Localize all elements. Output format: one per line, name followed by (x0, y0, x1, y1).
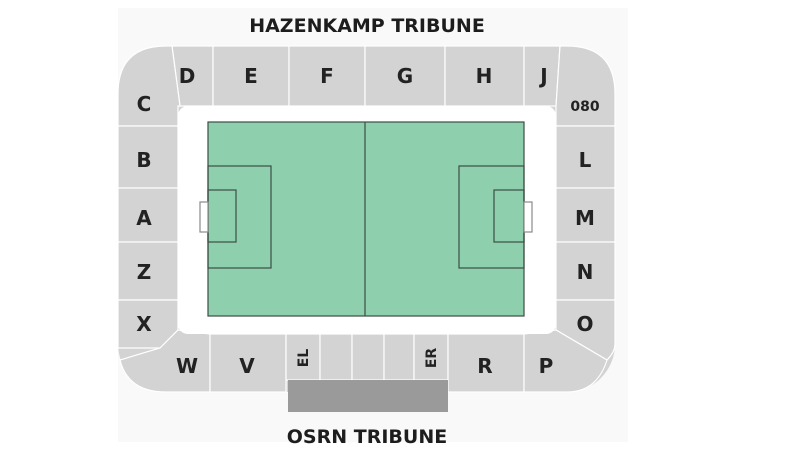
section-e[interactable] (212, 45, 290, 107)
label-a: A (136, 206, 152, 230)
section-middle-2[interactable] (351, 333, 385, 381)
label-p: P (539, 354, 554, 378)
label-g: G (397, 64, 413, 88)
section-f[interactable] (288, 45, 366, 107)
label-h: H (476, 64, 493, 88)
section-middle-1[interactable] (319, 333, 353, 381)
section-b[interactable] (117, 125, 179, 189)
section-m[interactable] (555, 187, 616, 243)
top-stand (171, 45, 561, 107)
bottom-stand-title: OSRN TRIBUNE (287, 426, 447, 448)
left-stand (117, 125, 179, 349)
section-a[interactable] (117, 187, 179, 243)
section-l[interactable] (555, 125, 616, 189)
label-l: L (579, 148, 592, 172)
label-b: B (136, 148, 151, 172)
label-w: W (176, 354, 198, 378)
left-goal (199, 201, 209, 233)
pitch-field (207, 121, 525, 317)
lower-stand-block (288, 380, 448, 412)
label-j: J (538, 64, 547, 88)
label-o: O (576, 312, 593, 336)
section-c[interactable] (117, 45, 181, 127)
section-labels: D E F G H J 080 L M N O C B A Z X W V R … (136, 64, 600, 378)
section-v[interactable] (209, 333, 287, 393)
label-m: M (575, 206, 595, 230)
label-080: 080 (570, 99, 599, 115)
section-p[interactable] (523, 329, 608, 393)
top-stand-title: HAZENKAMP TRIBUNE (249, 15, 485, 37)
label-z: Z (137, 260, 152, 284)
label-x: X (136, 312, 152, 336)
label-e: E (244, 64, 258, 88)
label-r: R (477, 354, 492, 378)
label-n: N (577, 260, 594, 284)
football-pitch (199, 121, 533, 317)
right-goal (523, 201, 533, 233)
label-er: ER (424, 348, 440, 369)
label-v: V (239, 354, 255, 378)
label-c: C (137, 92, 152, 116)
label-el: EL (296, 349, 312, 368)
label-d: D (179, 64, 196, 88)
section-middle-3[interactable] (383, 333, 415, 381)
label-f: F (320, 64, 334, 88)
